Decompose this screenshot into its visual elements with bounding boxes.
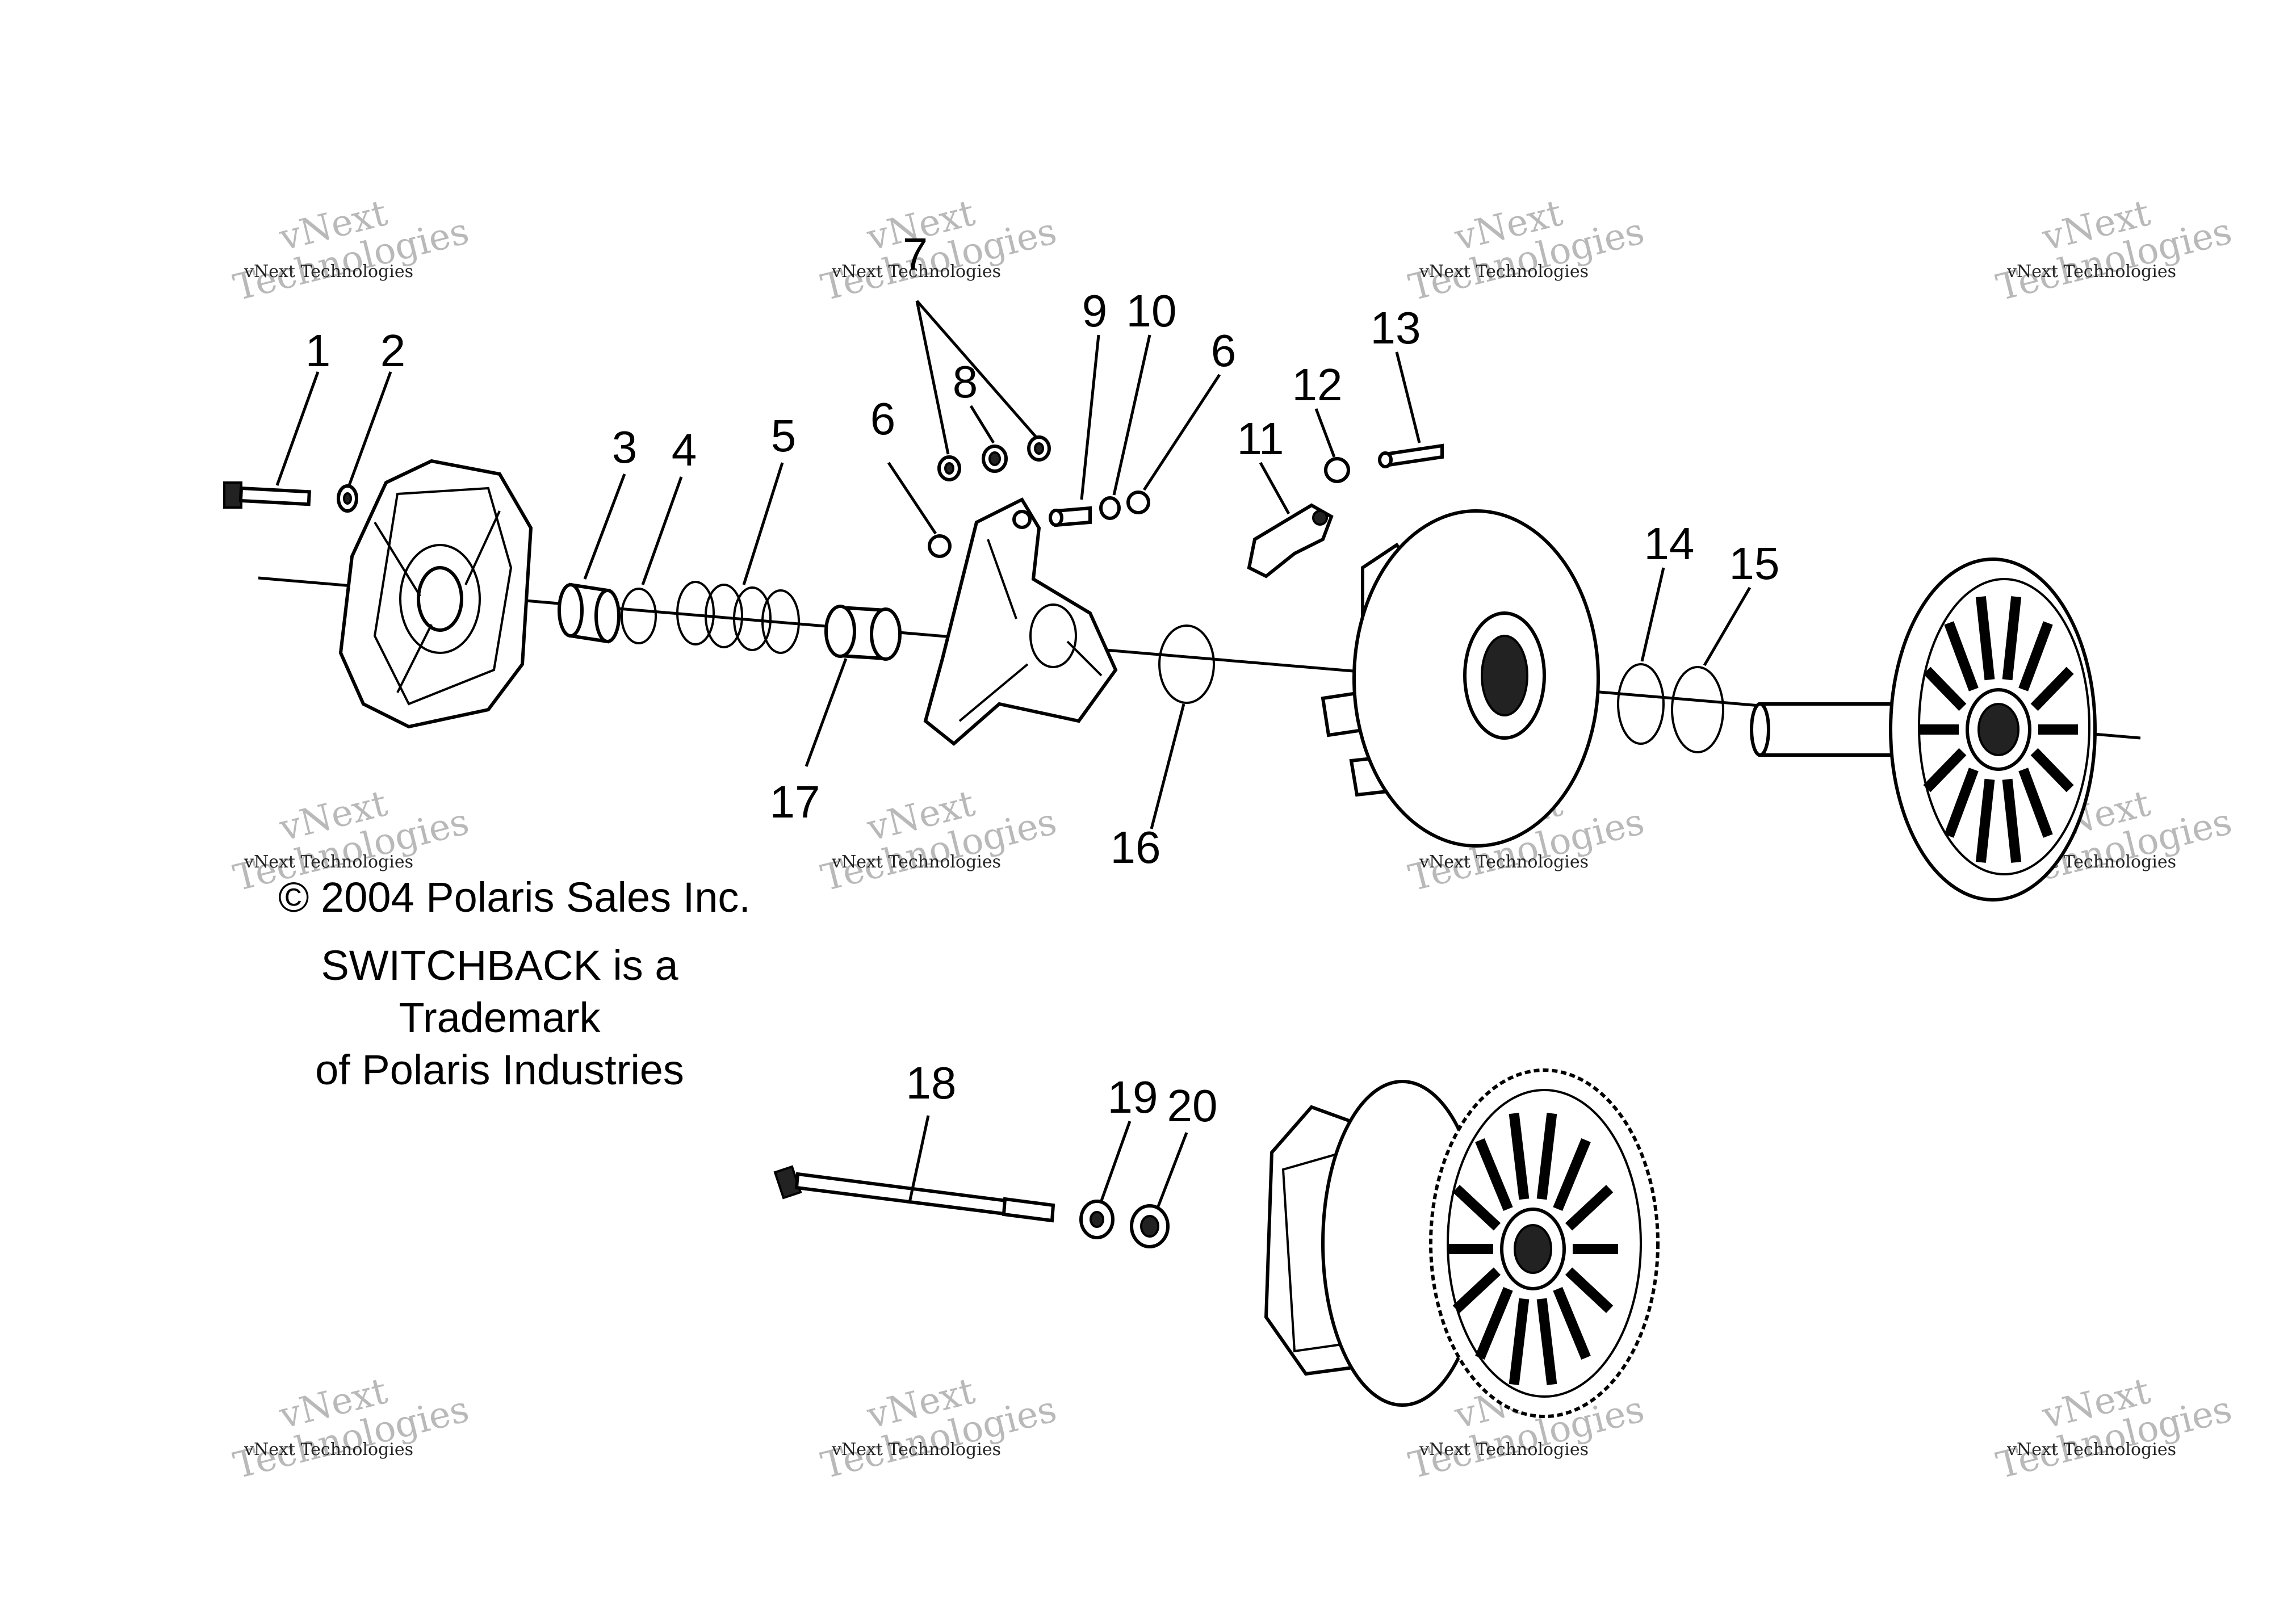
callout-2: 2 xyxy=(380,325,406,376)
callout-14: 14 xyxy=(1644,518,1695,569)
callout-10: 10 xyxy=(1126,286,1177,336)
watermark-small: vNext Technologies xyxy=(244,262,413,282)
part-20-nut xyxy=(1130,1204,1170,1248)
callout-11: 11 xyxy=(1237,413,1284,464)
wheel-spoke xyxy=(1553,1286,1591,1360)
copyright-symbol: © xyxy=(278,874,309,921)
callout-20: 20 xyxy=(1167,1080,1218,1131)
callout-4: 4 xyxy=(672,425,697,475)
callout-7: 7 xyxy=(903,229,928,279)
watermark-small: vNext Technologies xyxy=(244,1440,413,1460)
part-2-washer xyxy=(337,484,358,513)
part-11-weight xyxy=(1247,503,1334,578)
copyright-notice: © 2004 Polaris Sales Inc. xyxy=(278,871,766,924)
part-5-spring xyxy=(676,581,800,654)
wheel-spoke xyxy=(1509,1298,1530,1385)
moveable-sheave xyxy=(1321,509,1600,848)
watermark-small: vNext Technologies xyxy=(1419,262,1589,282)
driven-cover xyxy=(338,459,533,729)
wheel-spoke xyxy=(2018,768,2053,838)
part-13-pin xyxy=(1378,443,1444,468)
wheel-spoke xyxy=(1944,768,1979,838)
callout-9: 9 xyxy=(1082,286,1108,336)
spider xyxy=(923,497,1118,746)
wheel-spoke xyxy=(1923,748,1967,793)
part-6-button-left xyxy=(928,534,952,558)
wheel-spoke xyxy=(1975,778,1995,863)
wheel-spoke xyxy=(2030,666,2074,711)
part-14-bushing xyxy=(1617,663,1665,745)
part-18-bolt xyxy=(773,1165,1055,1223)
copyright-text: 2004 Polaris Sales Inc. xyxy=(321,874,751,921)
callout-19: 19 xyxy=(1108,1072,1158,1122)
callout-8: 8 xyxy=(953,357,978,407)
wheel-spoke xyxy=(1452,1185,1501,1231)
trademark-line-2: of Polaris Industries xyxy=(315,1046,684,1093)
wheel-spoke xyxy=(2002,778,2022,863)
wheel-spoke xyxy=(1944,621,1979,691)
wheel-spoke xyxy=(1565,1185,1614,1231)
callout-5: 5 xyxy=(771,410,797,461)
callout-16: 16 xyxy=(1111,822,1161,873)
wheel-spoke xyxy=(1975,596,1995,681)
callout-6-right: 6 xyxy=(1211,325,1237,376)
wheel-spoke xyxy=(1553,1138,1591,1211)
assembled-clutch xyxy=(1264,1068,1660,1418)
callout-1: 1 xyxy=(305,325,331,376)
trademark-line-1: SWITCHBACK is a Trademark xyxy=(321,942,678,1041)
wheel-spoke xyxy=(1565,1267,1614,1313)
callout-labels: 1 2 3 4 5 6 7 8 9 10 6 11 12 13 14 15 16… xyxy=(305,229,1780,1131)
part-19-washer xyxy=(1079,1200,1115,1239)
part-7-8-roller-set xyxy=(937,435,1051,481)
part-9-pin xyxy=(1049,506,1092,527)
part-1-bolt xyxy=(223,481,311,509)
wheel-spoke xyxy=(2018,621,2053,691)
watermark-small: vNext Technologies xyxy=(2006,262,2176,282)
wheel-spoke xyxy=(1475,1286,1513,1360)
watermark-small: vNext Technologies xyxy=(1419,852,1589,872)
callout-15: 15 xyxy=(1729,538,1780,589)
wheel-spoke xyxy=(2030,748,2074,793)
callout-13: 13 xyxy=(1371,303,1421,353)
fixed-sheave xyxy=(1750,557,2097,902)
wheel-spoke xyxy=(1536,1113,1557,1200)
watermark-small: vNext Technologies xyxy=(831,1440,1001,1460)
callout-12: 12 xyxy=(1292,359,1343,410)
part-15-ring xyxy=(1671,666,1724,753)
watermark-small: vNext Technologies xyxy=(831,852,1001,872)
wheel-spoke xyxy=(1509,1113,1530,1200)
callout-18: 18 xyxy=(906,1058,957,1108)
part-3-bushing xyxy=(558,582,621,644)
wheel-spoke xyxy=(1452,1267,1501,1313)
part-4-ring xyxy=(621,588,657,644)
wheel-spoke xyxy=(1475,1138,1513,1211)
part-16-o-ring xyxy=(1158,624,1215,704)
watermark-small: vNext Technologies xyxy=(244,852,413,872)
part-12-nut xyxy=(1324,457,1350,483)
callout-3: 3 xyxy=(612,422,638,472)
leader-lines xyxy=(275,300,1752,1207)
callout-17: 17 xyxy=(770,777,820,827)
wheel-spoke xyxy=(1923,666,1967,711)
watermark-small: vNext Technologies xyxy=(2006,1440,2176,1460)
part-6-button-right xyxy=(1126,491,1150,514)
watermark-small: vNext Technologies xyxy=(1419,1440,1589,1460)
callout-6-left: 6 xyxy=(870,393,896,444)
part-17-bushing xyxy=(824,605,902,661)
part-10-washer xyxy=(1099,496,1121,520)
trademark-notice: SWITCHBACK is a Trademark of Polaris Ind… xyxy=(221,940,778,1096)
wheel-spoke xyxy=(1536,1298,1557,1385)
wheel-spoke xyxy=(2002,596,2022,681)
watermark-small: vNext Technologies xyxy=(831,262,1001,282)
